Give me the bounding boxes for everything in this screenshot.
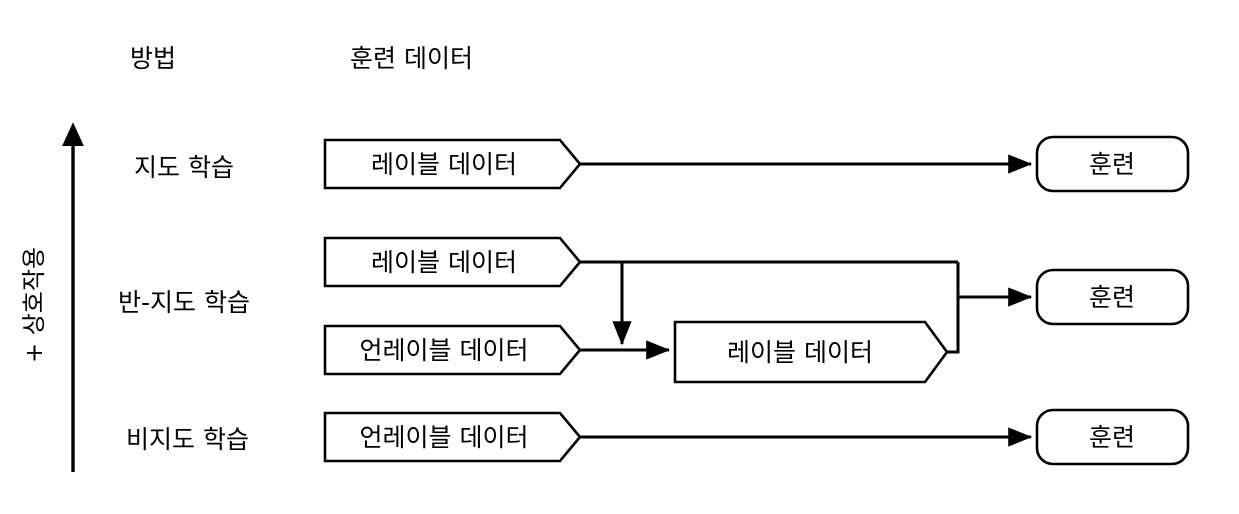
node-semi-labeled-data[interactable]	[323, 236, 582, 288]
node-label-semi-labeled-data: 레이블 데이터	[371, 248, 517, 277]
node-label-unsupervised-unlabeled-data: 언레이블 데이터	[360, 423, 529, 452]
node-label-supervised-labeled-data: 레이블 데이터	[371, 150, 517, 179]
node-semi-training[interactable]	[1035, 268, 1190, 326]
row-unsupervised	[323, 408, 1190, 466]
row-label-unsupervised: 비지도 학습	[126, 425, 249, 454]
node-supervised-labeled-data[interactable]	[323, 138, 582, 190]
axis-caption-interaction: + 상호작용	[20, 247, 48, 363]
row-label-supervised: 지도 학습	[134, 153, 234, 182]
node-semi-unlabeled-data[interactable]	[323, 324, 582, 376]
node-label-semi-training: 훈련	[1089, 283, 1135, 312]
connector-semi-merge-rail	[947, 262, 960, 354]
node-unsupervised-unlabeled-data[interactable]	[323, 411, 582, 463]
node-label-semi-pseudo-labeled-data: 레이블 데이터	[727, 338, 873, 367]
node-label-semi-unlabeled-data: 언레이블 데이터	[360, 336, 529, 365]
header-method: 방법	[130, 44, 176, 73]
node-label-supervised-training: 훈련	[1089, 150, 1135, 179]
node-label-unsupervised-training: 훈련	[1089, 423, 1135, 452]
header-training-data: 훈련 데이터	[350, 44, 473, 73]
row-label-semi-supervised: 반-지도 학습	[118, 288, 250, 317]
row-supervised	[323, 135, 1190, 193]
row-semi-supervised	[323, 236, 1190, 384]
node-supervised-training[interactable]	[1035, 135, 1190, 193]
node-unsupervised-training[interactable]	[1035, 408, 1190, 466]
node-semi-pseudo-labeled-data[interactable]	[673, 320, 949, 384]
